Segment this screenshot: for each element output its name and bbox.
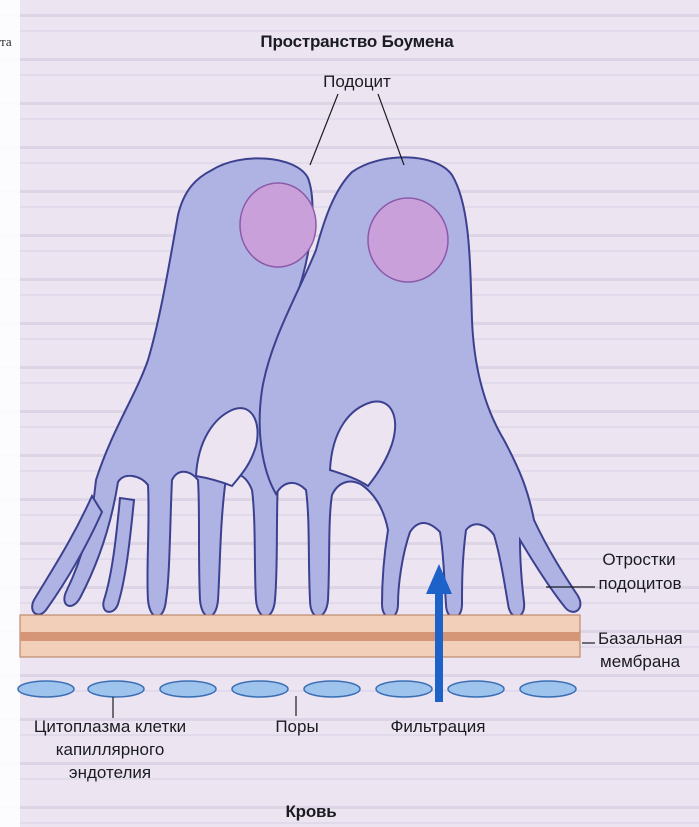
label-basement-line2: мембрана — [600, 652, 680, 672]
endothelium-cell — [18, 681, 74, 697]
label-foot-processes-line2: подоцитов — [599, 574, 682, 594]
basement-membrane — [20, 615, 580, 657]
filtration-arrow-shaft — [435, 590, 443, 702]
basement-membrane-inner — [20, 632, 580, 641]
label-pores: Поры — [275, 717, 318, 737]
left-edge-strip — [0, 0, 20, 827]
label-blood: Кровь — [285, 802, 336, 822]
edge-text-fragment: та — [0, 34, 12, 50]
label-podocyte: Подоцит — [323, 72, 391, 92]
endothelium-cell — [304, 681, 360, 697]
label-bowman-space: Пространство Боумена — [260, 32, 453, 52]
label-foot-processes-line1: Отростки — [602, 550, 675, 570]
endothelium-cell — [232, 681, 288, 697]
label-cytoplasm-line1: Цитоплазма клетки — [34, 717, 186, 737]
endothelium-cell — [160, 681, 216, 697]
endothelium-cell — [448, 681, 504, 697]
label-cytoplasm-line3: эндотелия — [69, 763, 151, 783]
label-basement-line1: Базальная — [598, 629, 683, 649]
endothelium-cell — [88, 681, 144, 697]
endothelium-cell — [376, 681, 432, 697]
label-filtration: Фильтрация — [390, 717, 485, 737]
podocyte-right-nucleus — [368, 198, 448, 282]
endothelium-cell — [520, 681, 576, 697]
podocyte-left-nucleus — [240, 183, 316, 267]
label-cytoplasm-line2: капиллярного — [56, 740, 165, 760]
